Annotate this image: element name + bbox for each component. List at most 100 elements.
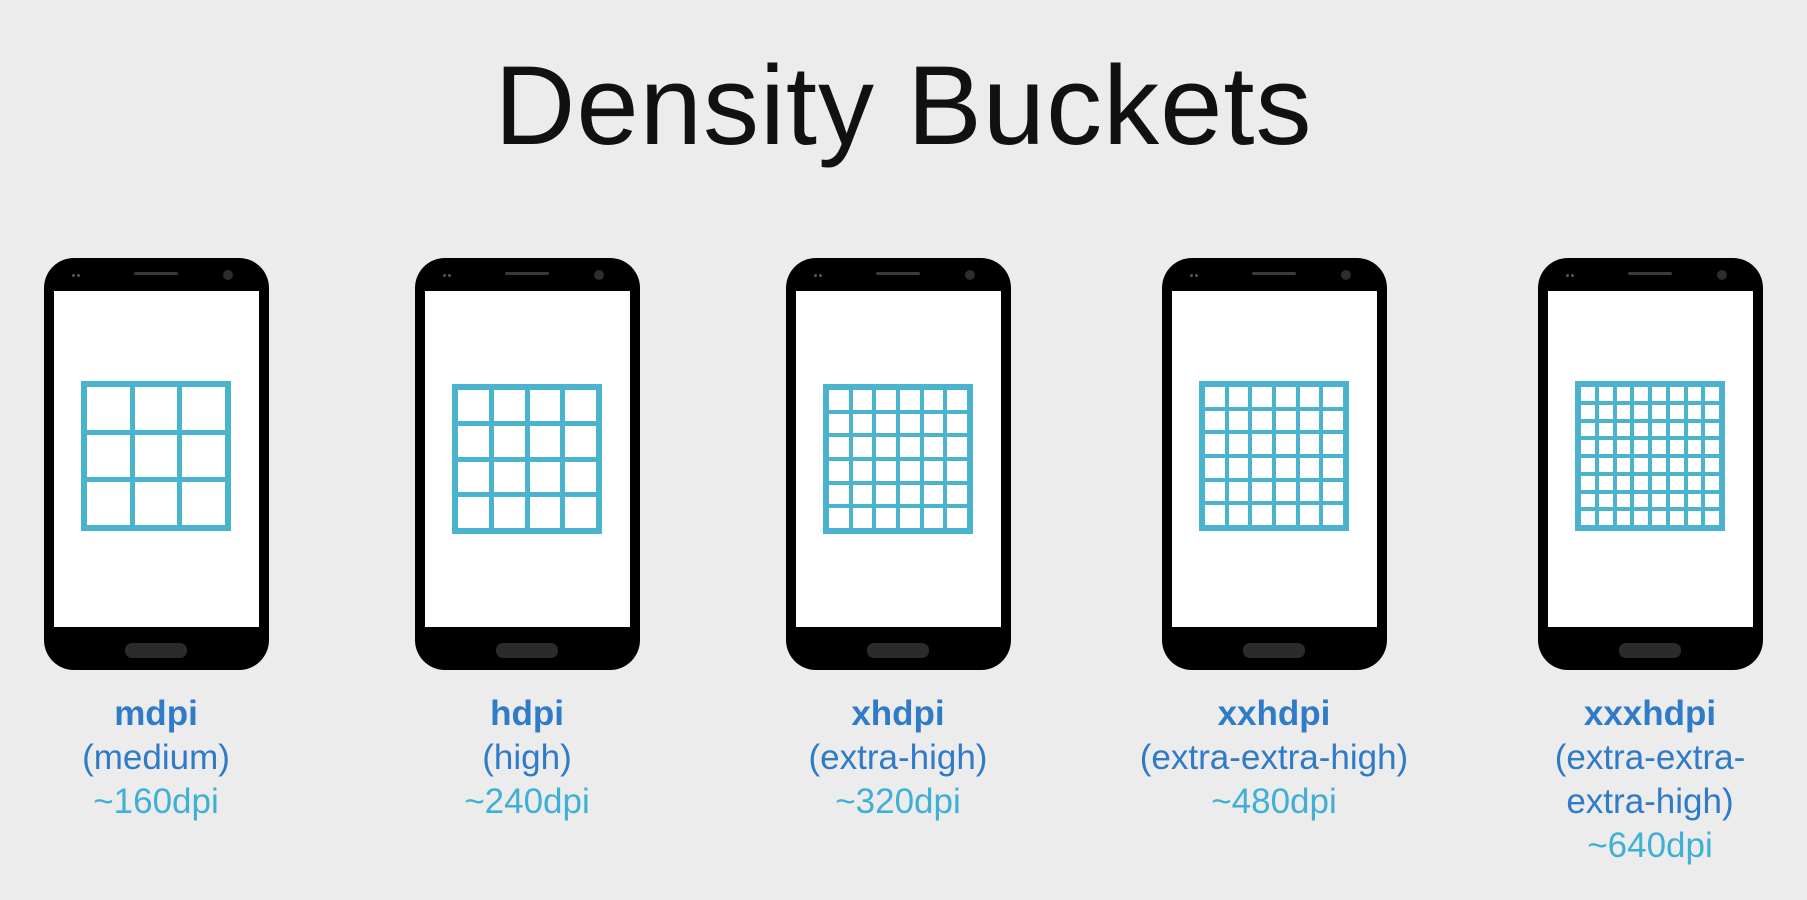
grid-cell [1252,410,1272,431]
grid-cell [1687,387,1702,401]
grid-cell [1616,475,1631,490]
bucket-name: xxhdpi [1217,694,1331,733]
grid-cell [1687,422,1702,437]
grid-cell [1687,475,1702,490]
grid-cell [1581,440,1595,454]
grid-cell [1598,422,1613,437]
grid-cell [876,413,896,434]
grid-cell [899,508,920,528]
grid-cell [1228,505,1249,525]
grid-cell [182,434,225,478]
bucket-label: xxxhdpi(extra-extra-extra-high)~640dpi [1490,692,1807,868]
grid-cell [1323,457,1343,478]
grid-cell [1705,475,1719,490]
grid-cell [1705,404,1719,419]
phone-icon [43,258,269,670]
grid-cell [1598,440,1613,454]
grid-cell [852,413,873,434]
bucket-description: (high) [482,738,572,777]
home-button [496,643,558,658]
bucket-mdpi: mdpi(medium)~160dpi [0,258,316,824]
grid-cell [1228,457,1249,478]
grid-cell [1634,458,1648,472]
grid-cell [1323,387,1343,407]
grid-cell [923,437,944,457]
grid-cell [493,497,525,528]
grid-cell [923,508,944,528]
grid-cell [947,437,967,457]
grid-cell [1705,387,1719,401]
grid-cell [1252,457,1272,478]
grid-cell [1581,387,1595,401]
grid-cell [829,437,849,457]
pixel-grid-icon [81,381,231,531]
grid-cell [852,508,873,528]
grid-cell [565,461,596,493]
bucket-hdpi: hdpi(high)~240dpi [367,258,687,824]
home-button [1619,643,1681,658]
grid-cell [1634,475,1648,490]
grid-cell [1275,387,1296,407]
bucket-label: hdpi(high)~240dpi [367,692,687,824]
grid-cell [1275,410,1296,431]
grid-cell [458,461,489,493]
grid-cell [1634,493,1648,508]
grid-cell [829,460,849,481]
grid-cell [1299,410,1320,431]
camera-icon [593,270,604,280]
grid-cell [899,413,920,434]
grid-cell [1616,387,1631,401]
grid-cell [1252,434,1272,454]
phone-screen [1547,291,1753,627]
grid-cell [529,497,561,528]
grid-cell [1652,440,1666,454]
phone-screen [424,291,630,627]
grid-cell [1598,387,1613,401]
phone-screen [1171,291,1377,627]
speaker-icon [134,272,178,275]
grid-cell [1669,440,1684,454]
camera-icon [1716,270,1727,280]
grid-cell [1705,493,1719,508]
grid-cell [1598,475,1613,490]
grid-cell [87,482,130,525]
bucket-description: extra-high) [1566,782,1734,821]
grid-cell [947,508,967,528]
grid-cell [1705,458,1719,472]
grid-cell [1669,475,1684,490]
grid-cell [923,413,944,434]
bucket-label: mdpi(medium)~160dpi [0,692,316,824]
grid-cell [947,484,967,505]
grid-cell [1323,481,1343,502]
grid-cell [1275,434,1296,454]
pixel-grid-icon [1199,381,1349,531]
speaker-icon [1252,272,1296,275]
phone-icon [1537,258,1763,670]
grid-cell [1275,481,1296,502]
grid-cell [1581,511,1595,525]
grid-cell [1323,410,1343,431]
grid-cell [1687,493,1702,508]
grid-cell [134,434,178,478]
bucket-description: (extra-high) [808,738,988,777]
phone-icon [1161,258,1387,670]
grid-cell [1705,511,1719,525]
speaker-icon [505,272,549,275]
grid-cell [1252,387,1272,407]
phone-icon [414,258,640,670]
phone-screen [795,291,1001,627]
home-button [867,643,929,658]
grid-cell [1634,511,1648,525]
grid-cell [947,390,967,410]
grid-cell [1299,457,1320,478]
grid-cell [1323,434,1343,454]
grid-cell [1652,404,1666,419]
grid-cell [876,460,896,481]
grid-cell [1581,493,1595,508]
bucket-dpi: ~240dpi [464,782,590,821]
bucket-description: (medium) [82,738,230,777]
grid-cell [1598,493,1613,508]
grid-cell [1598,404,1613,419]
grid-cell [1616,404,1631,419]
grid-cell [1581,404,1595,419]
